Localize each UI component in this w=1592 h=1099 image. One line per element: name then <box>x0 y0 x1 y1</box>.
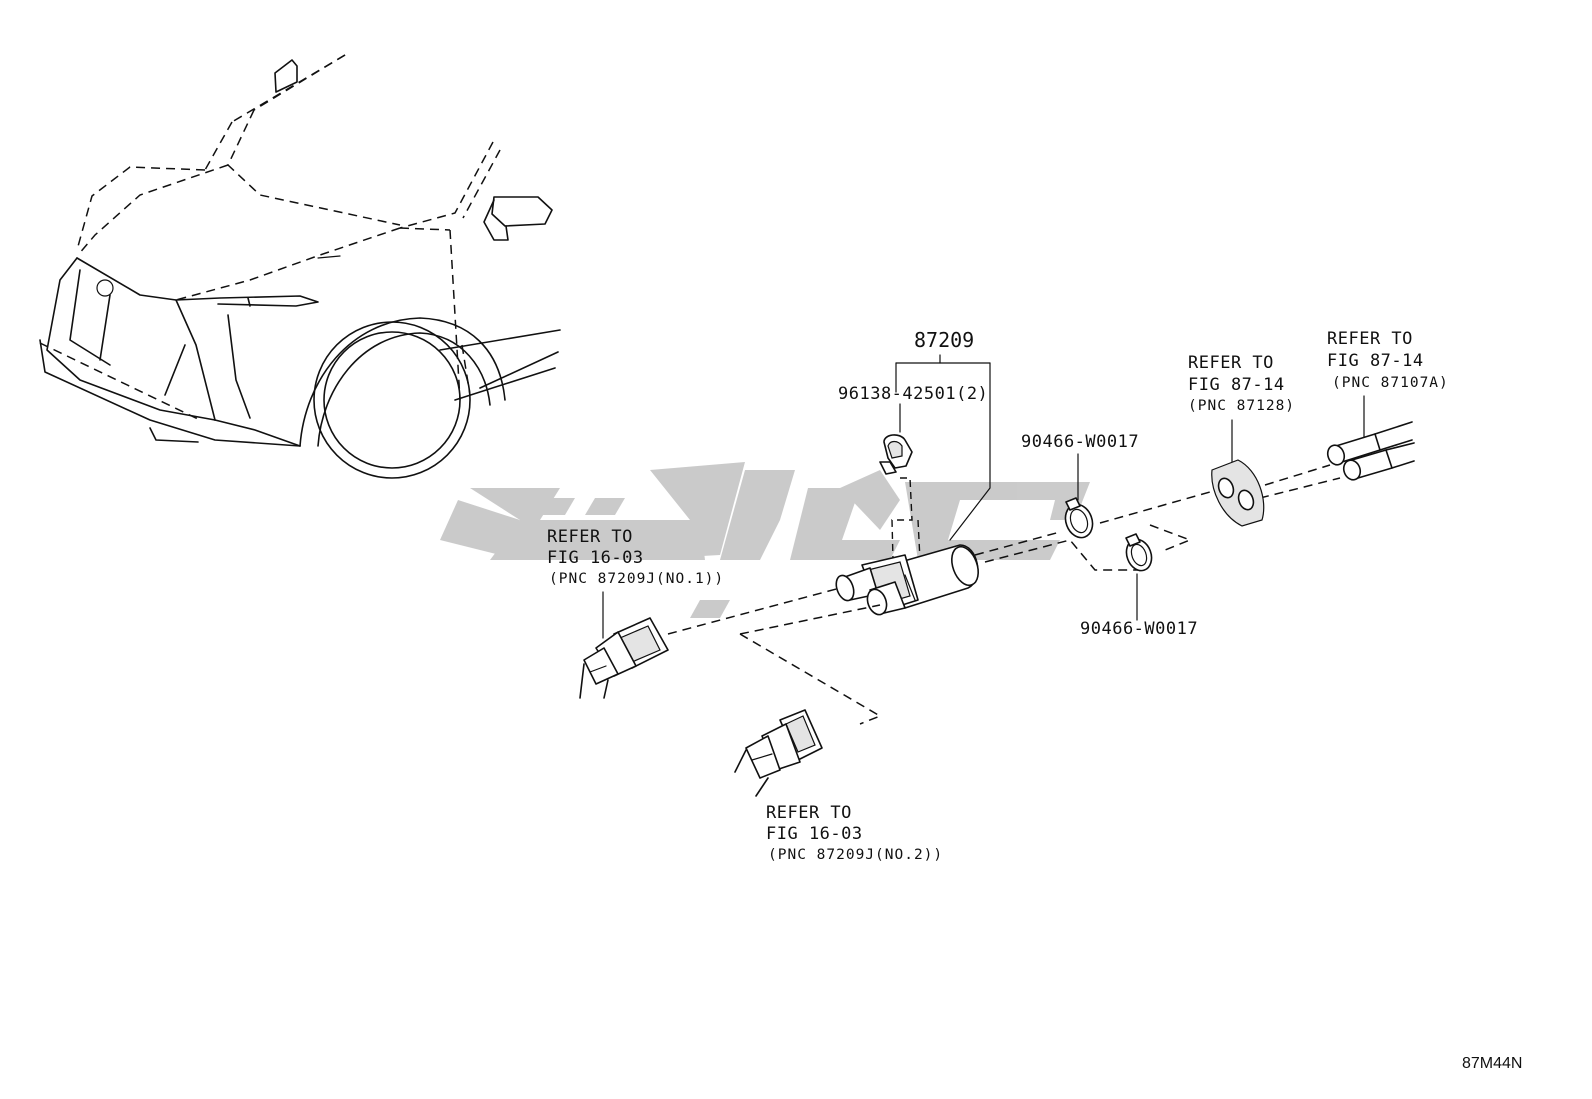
diagram-code: 87M44N <box>1462 1055 1522 1072</box>
retainer-dashed-path <box>891 477 913 561</box>
clamp-upper[interactable] <box>1061 497 1097 541</box>
sensor-retainer-part-number[interactable]: 96138-42501(2) <box>838 384 988 404</box>
connector1-ref-line1[interactable]: REFER TO <box>547 527 633 547</box>
assembly-part-number[interactable]: 87209 <box>914 328 974 352</box>
clamp-upper-part-number[interactable]: 90466-W0017 <box>1021 432 1139 452</box>
connector1-ref-line3[interactable]: (PNC 87209J(NO.1)) <box>549 571 724 587</box>
connector-no2[interactable] <box>734 709 823 797</box>
connector-no1[interactable] <box>579 617 669 699</box>
retainer-dashed-path-2 <box>917 519 921 561</box>
grommet-ref-line1[interactable]: REFER TO <box>1188 353 1274 373</box>
grommet[interactable] <box>1211 459 1265 527</box>
sensor-body[interactable] <box>833 543 983 617</box>
sensor-retainer-clip[interactable] <box>879 434 913 475</box>
hose-ref-line1[interactable]: REFER TO <box>1327 329 1413 349</box>
connector2-ref-line3[interactable]: (PNC 87209J(NO.2)) <box>768 847 943 863</box>
clamp-lower-part-number[interactable]: 90466-W0017 <box>1080 619 1198 639</box>
grommet-ref-line3[interactable]: (PNC 87128) <box>1188 398 1295 414</box>
hose-end[interactable] <box>1325 421 1415 482</box>
hose-ref-line3[interactable]: (PNC 87107A) <box>1332 375 1449 391</box>
grommet-ref-line2[interactable]: FIG 87-14 <box>1188 375 1285 395</box>
exploded-view-lines <box>667 464 1341 725</box>
clamp-lower[interactable] <box>1122 533 1155 574</box>
connector2-ref-line1[interactable]: REFER TO <box>766 803 852 823</box>
connector1-ref-line2[interactable]: FIG 16-03 <box>547 548 644 568</box>
vehicle-front-illustration <box>39 54 561 479</box>
hose-ref-line2[interactable]: FIG 87-14 <box>1327 351 1424 371</box>
watermark-logo <box>440 462 1090 618</box>
assembly-bracket <box>895 354 991 541</box>
connector2-ref-line2[interactable]: FIG 16-03 <box>766 824 863 844</box>
